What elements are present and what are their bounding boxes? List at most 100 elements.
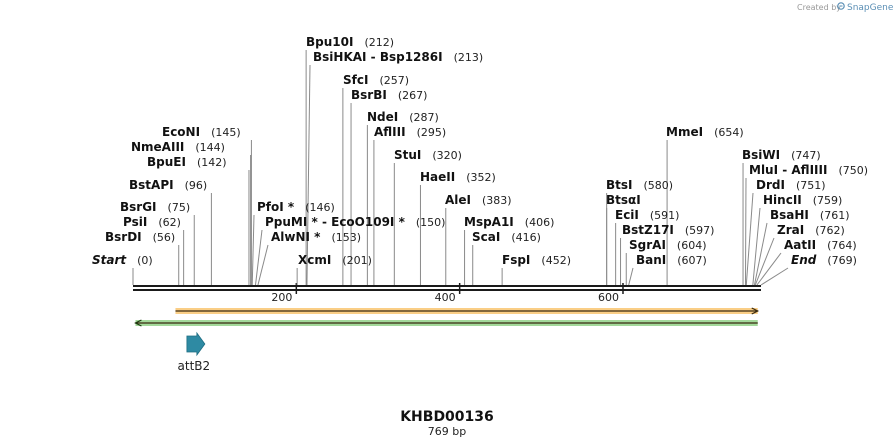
site-label-stui[interactable]: StuI — [394, 148, 421, 162]
site-leader-mlui-afliiii — [744, 177, 747, 286]
site-position-mmei: (654) — [714, 126, 744, 139]
site-leader-bani — [628, 267, 634, 286]
green-arc-arrowhead-icon — [134, 319, 142, 327]
site-label-haeii[interactable]: HaeII — [420, 170, 455, 184]
site-position-econi: (145) — [211, 126, 241, 139]
brand-created-by: Created by — [797, 3, 841, 12]
site-position-nmeaiii: (144) — [195, 141, 225, 154]
site-label-scai[interactable]: ScaI — [472, 230, 500, 244]
site-label-econi[interactable]: EcoNI — [162, 125, 200, 139]
site-position-fspi: (452) — [541, 254, 571, 267]
site-label-start[interactable]: Start — [92, 253, 127, 267]
site-label-mmei[interactable]: MmeI — [666, 125, 703, 139]
site-leader-pfoi — [251, 214, 255, 286]
site-label-xcmi[interactable]: XcmI — [298, 253, 331, 267]
site-leader-bsahi — [753, 222, 768, 286]
snapgene-logo-icon — [837, 2, 845, 10]
ruler-tick-label-200: 200 — [271, 291, 292, 304]
ruler-ticks: 200 400 600 — [271, 283, 624, 304]
site-label-sfci[interactable]: SfcI — [343, 73, 368, 87]
site-leader-hincii — [752, 207, 761, 286]
feature-green-arc[interactable] — [134, 319, 758, 327]
site-position-end: (769) — [827, 254, 857, 267]
site-label-bstapi[interactable]: BstAPI — [129, 178, 174, 192]
site-position-btsi: (580) — [644, 179, 674, 192]
ruler-tick-label-400: 400 — [435, 291, 456, 304]
site-leader-zrai — [754, 237, 775, 286]
site-position-ecii: (591) — [650, 209, 680, 222]
site-label-bsrbi[interactable]: BsrBI — [351, 88, 387, 102]
site-position-aatii: (764) — [827, 239, 857, 252]
site-label-hincii[interactable]: HincII — [763, 193, 802, 207]
site-position-bsrgi: (75) — [168, 201, 191, 214]
site-labels: Start(0)BsrDI(56)PsiI(62)BsrGI(75)BstAPI… — [92, 35, 868, 267]
site-label-nmeaiii[interactable]: NmeAIII — [131, 140, 184, 154]
construct-name: KHBD00136 — [400, 409, 494, 425]
site-position-afliii: (295) — [417, 126, 447, 139]
orange-arc-arrowhead-icon — [751, 307, 760, 315]
feature-attb2[interactable]: attB2 — [178, 331, 211, 373]
site-label-bsahi[interactable]: BsaHI — [770, 208, 809, 222]
site-position-bani: (607) — [677, 254, 707, 267]
site-label-psii[interactable]: PsiI — [123, 215, 147, 229]
site-label-zrai[interactable]: ZraI — [777, 223, 804, 237]
construct-length: 769 bp — [428, 425, 466, 438]
site-label-alwni[interactable]: AlwNI * — [271, 230, 321, 244]
features: attB2 — [134, 307, 760, 373]
site-position-bstapi: (96) — [185, 179, 208, 192]
feature-label-attb2: attB2 — [178, 359, 211, 373]
ruler-tick-label-600: 600 — [598, 291, 619, 304]
site-label-mlui-afliiii[interactable]: MluI - AflIIII — [749, 163, 827, 177]
site-position-bsrbi: (267) — [398, 89, 428, 102]
site-label-btsαi[interactable]: BtsαI — [606, 193, 641, 207]
site-position-haeii: (352) — [466, 171, 496, 184]
site-label-fspi[interactable]: FspI — [502, 253, 530, 267]
site-position-bpuei: (142) — [197, 156, 227, 169]
dna-backbone[interactable] — [133, 285, 761, 291]
site-leaders — [132, 50, 789, 286]
site-position-alei: (383) — [482, 194, 512, 207]
site-label-bani[interactable]: BanI — [636, 253, 666, 267]
site-label-bsrgi[interactable]: BsrGI — [120, 200, 157, 214]
site-label-ecii[interactable]: EciI — [615, 208, 639, 222]
site-label-afliii[interactable]: AflIII — [374, 125, 406, 139]
site-leader-bsihkai-bsp1286i — [306, 64, 311, 286]
site-position-stui: (320) — [432, 149, 462, 162]
site-label-ndei[interactable]: NdeI — [367, 110, 398, 124]
site-position-xcmi: (201) — [342, 254, 372, 267]
site-label-bsiwi[interactable]: BsiWI — [742, 148, 780, 162]
site-label-bsrdi[interactable]: BsrDI — [105, 230, 142, 244]
site-label-btsi[interactable]: BtsI — [606, 178, 633, 192]
site-position-drdi: (751) — [796, 179, 826, 192]
site-position-ndei: (287) — [409, 111, 439, 124]
site-position-sfci: (257) — [379, 74, 409, 87]
site-label-sgrai[interactable]: SgrAI — [629, 238, 666, 252]
site-position-ppumi-ecoo109i: (150) — [416, 216, 446, 229]
site-position-mlui-afliiii: (750) — [838, 164, 868, 177]
site-leader-ppumi-ecoo109i — [255, 229, 263, 286]
site-label-mspa1i[interactable]: MspA1I — [464, 215, 514, 229]
site-label-aatii[interactable]: AatII — [784, 238, 816, 252]
site-position-bpu10i: (212) — [364, 36, 394, 49]
site-label-end[interactable]: End — [791, 253, 817, 267]
site-position-hincii: (759) — [813, 194, 843, 207]
site-position-bsiwi: (747) — [791, 149, 821, 162]
site-label-bsihkai-bsp1286i[interactable]: BsiHKAI - Bsp1286I — [313, 50, 443, 64]
site-label-pfoi[interactable]: PfoI * — [257, 200, 295, 214]
brand-name[interactable]: SnapGene — [847, 3, 894, 13]
site-label-alei[interactable]: AleI — [445, 193, 471, 207]
feature-orange-arc[interactable] — [175, 307, 760, 315]
site-label-ppumi-ecoo109i[interactable]: PpuMI * - EcoO109I * — [265, 215, 406, 229]
site-label-bpuei[interactable]: BpuEI — [147, 155, 186, 169]
site-label-bpu10i[interactable]: Bpu10I — [306, 35, 353, 49]
attb2-arrow-shape[interactable] — [186, 331, 206, 357]
site-position-sgrai: (604) — [677, 239, 707, 252]
site-leader-alwni — [257, 244, 269, 286]
site-label-drdi[interactable]: DrdI — [756, 178, 785, 192]
site-leader-drdi — [745, 192, 754, 286]
site-position-mspa1i: (406) — [525, 216, 555, 229]
site-label-bstz17i[interactable]: BstZ17I — [622, 223, 674, 237]
site-position-bsrdi: (56) — [153, 231, 176, 244]
site-leader-aatii — [756, 252, 782, 286]
